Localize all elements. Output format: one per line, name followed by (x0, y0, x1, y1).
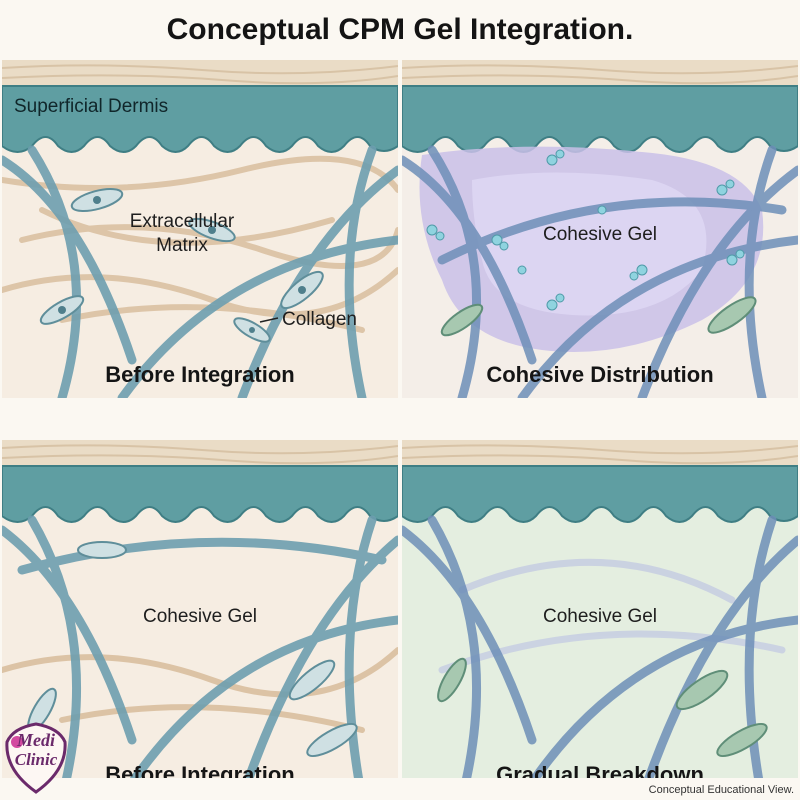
diagram-title: Conceptual CPM Gel Integration. (166, 13, 634, 46)
panel-caption: Cohesive Distribution (486, 362, 714, 387)
panel-before-integration-bottom: Cohesive Gel Before Integration (2, 440, 398, 778)
logo-shield (5, 722, 67, 794)
panel-illustration (2, 440, 398, 778)
superficial-dermis-label: Superficial Dermis (14, 96, 169, 117)
panel-illustration (402, 440, 798, 778)
cohesive-gel-label: Cohesive Gel (542, 606, 658, 627)
extracellular-matrix-label: Extracellular Matrix (129, 211, 235, 256)
panel-caption: Gradual Breakdown (496, 762, 704, 778)
panel-gradual-breakdown: Cohesive Gel Gradual Breakdown (402, 440, 798, 778)
panel-cohesive-distribution: Cohesive Gel Cohesive Distribution (402, 60, 798, 398)
collagen-label: Collagen (282, 309, 357, 330)
logo-line2: Clinic (14, 750, 58, 769)
panel-illustration (402, 60, 798, 398)
panel-caption: Before Integration (105, 762, 295, 778)
panel-illustration (2, 60, 398, 398)
cohesive-gel-label: Cohesive Gel (142, 606, 258, 627)
logo-line1: Medi (17, 730, 55, 750)
panel-before-integration-top: Superficial Dermis Extracellular Matrix … (2, 60, 398, 398)
footer-note: Conceptual Educational View. (648, 784, 794, 796)
logo-text: Medi Clinic (3, 730, 69, 770)
panel-caption: Before Integration (105, 362, 295, 387)
cohesive-gel-label: Cohesive Gel (542, 224, 658, 245)
medi-clinic-logo: Medi Clinic (3, 722, 69, 794)
